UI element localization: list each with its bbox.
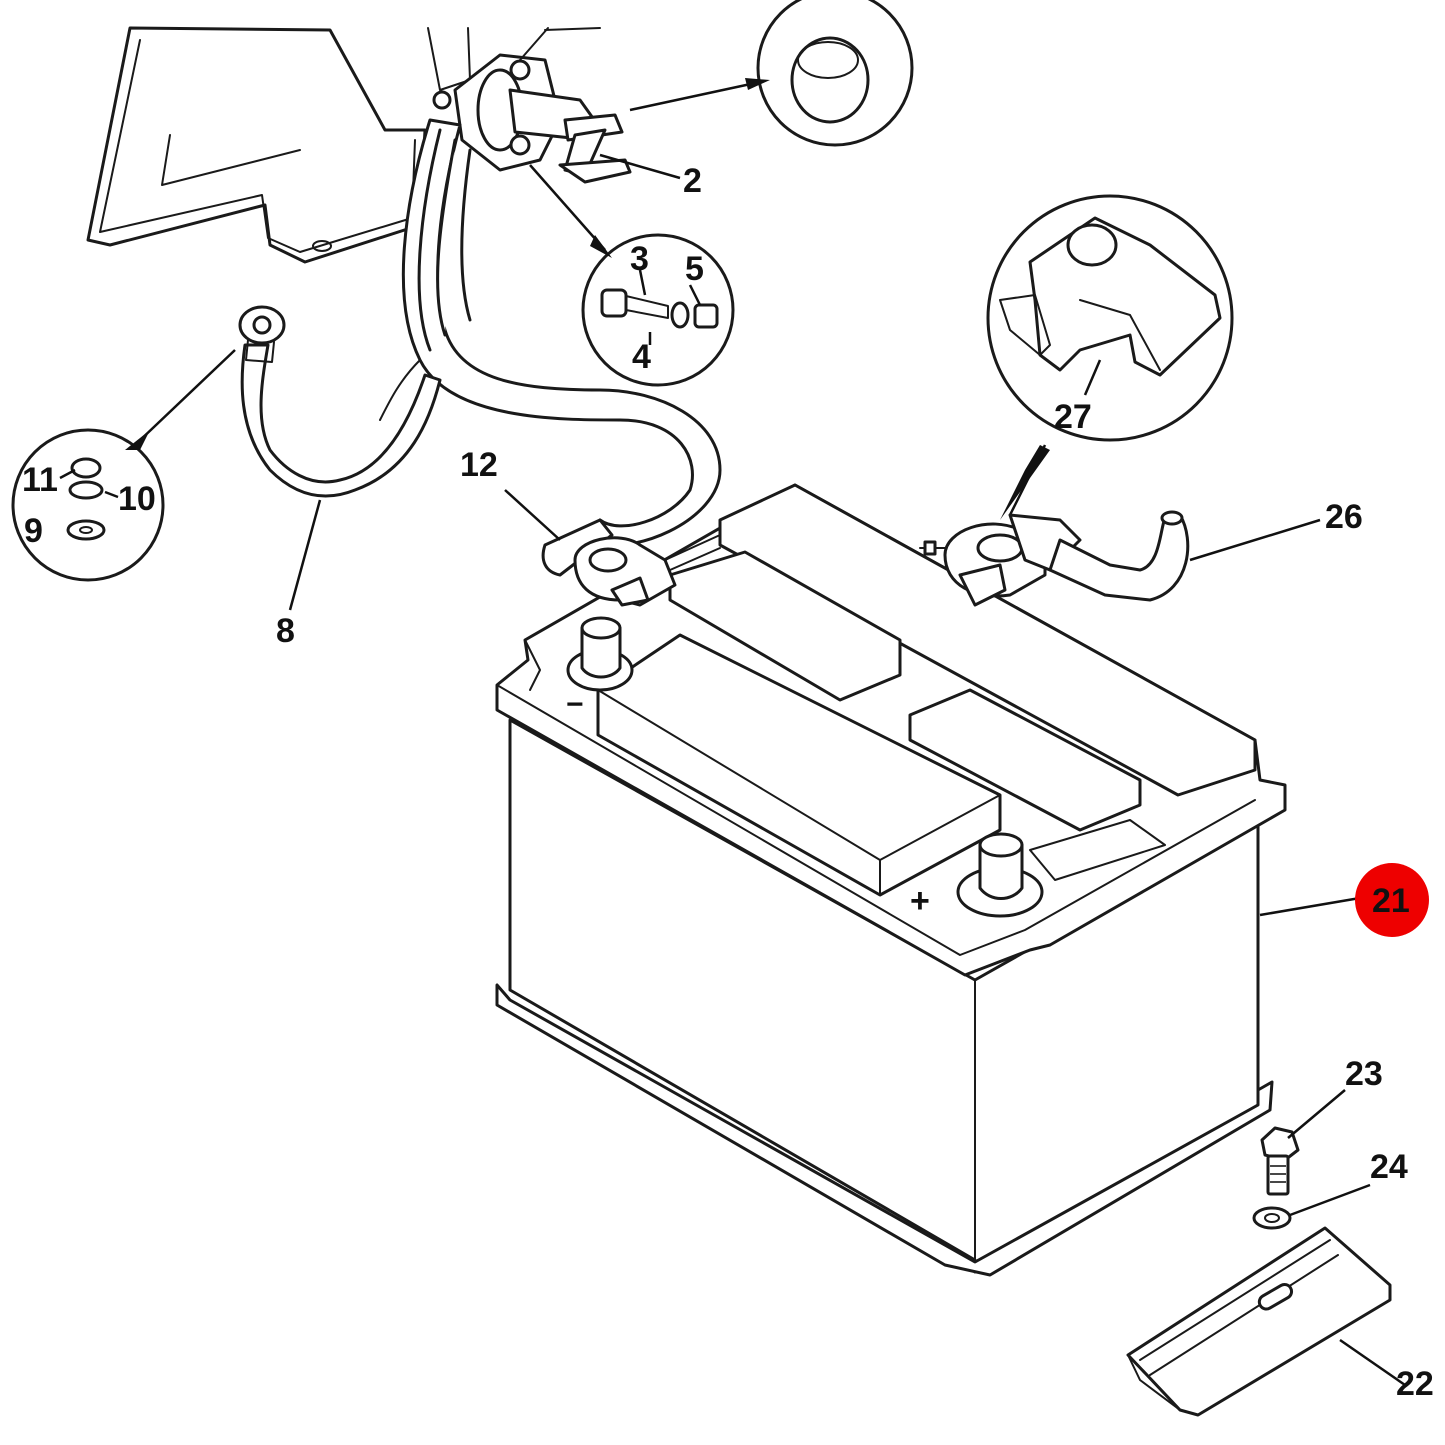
callout-2[interactable]: 2 xyxy=(683,162,702,200)
callout-3[interactable]: 3 xyxy=(630,240,649,278)
callout-labels: 2 3 4 5 8 9 10 11 12 21 22 23 24 26 27 xyxy=(22,162,1434,1403)
callout-24[interactable]: 24 xyxy=(1370,1148,1408,1186)
callout-22[interactable]: 22 xyxy=(1396,1365,1434,1403)
highlight-badge xyxy=(1355,863,1429,937)
callout-12[interactable]: 12 xyxy=(460,446,498,484)
positive-terminal-mark: + xyxy=(910,882,930,920)
battery-clamp-plate xyxy=(1126,1226,1392,1417)
positive-terminal-clamp xyxy=(919,510,1190,607)
callout-10[interactable]: 10 xyxy=(118,480,156,518)
spring-washer xyxy=(1252,1206,1292,1230)
callout-9[interactable]: 9 xyxy=(24,512,43,550)
callout-5[interactable]: 5 xyxy=(685,250,704,288)
callout-26[interactable]: 26 xyxy=(1325,498,1363,536)
battery: − + xyxy=(495,483,1287,1277)
detail-circle-washers xyxy=(11,349,236,582)
callout-8[interactable]: 8 xyxy=(276,612,295,650)
callout-11[interactable]: 11 xyxy=(22,461,58,499)
negative-terminal-mark: − xyxy=(566,688,584,721)
detail-circle-terminal-cap xyxy=(629,0,914,147)
starter-terminal-assembly xyxy=(432,27,632,184)
negative-terminal-clamp xyxy=(541,518,721,607)
callout-4[interactable]: 4 xyxy=(632,338,651,376)
mounting-bracket xyxy=(86,26,471,264)
hold-down-bolt xyxy=(1260,1126,1300,1196)
callout-23[interactable]: 23 xyxy=(1345,1055,1383,1093)
detail-circle-terminal-cover xyxy=(986,194,1234,520)
callout-21[interactable]: 21 xyxy=(1372,882,1410,920)
callout-leaders xyxy=(59,153,1406,1387)
callout-27[interactable]: 27 xyxy=(1054,398,1092,436)
ground-strap-cable xyxy=(238,305,442,498)
detail-circle-bolt-washer-nut xyxy=(529,164,735,387)
